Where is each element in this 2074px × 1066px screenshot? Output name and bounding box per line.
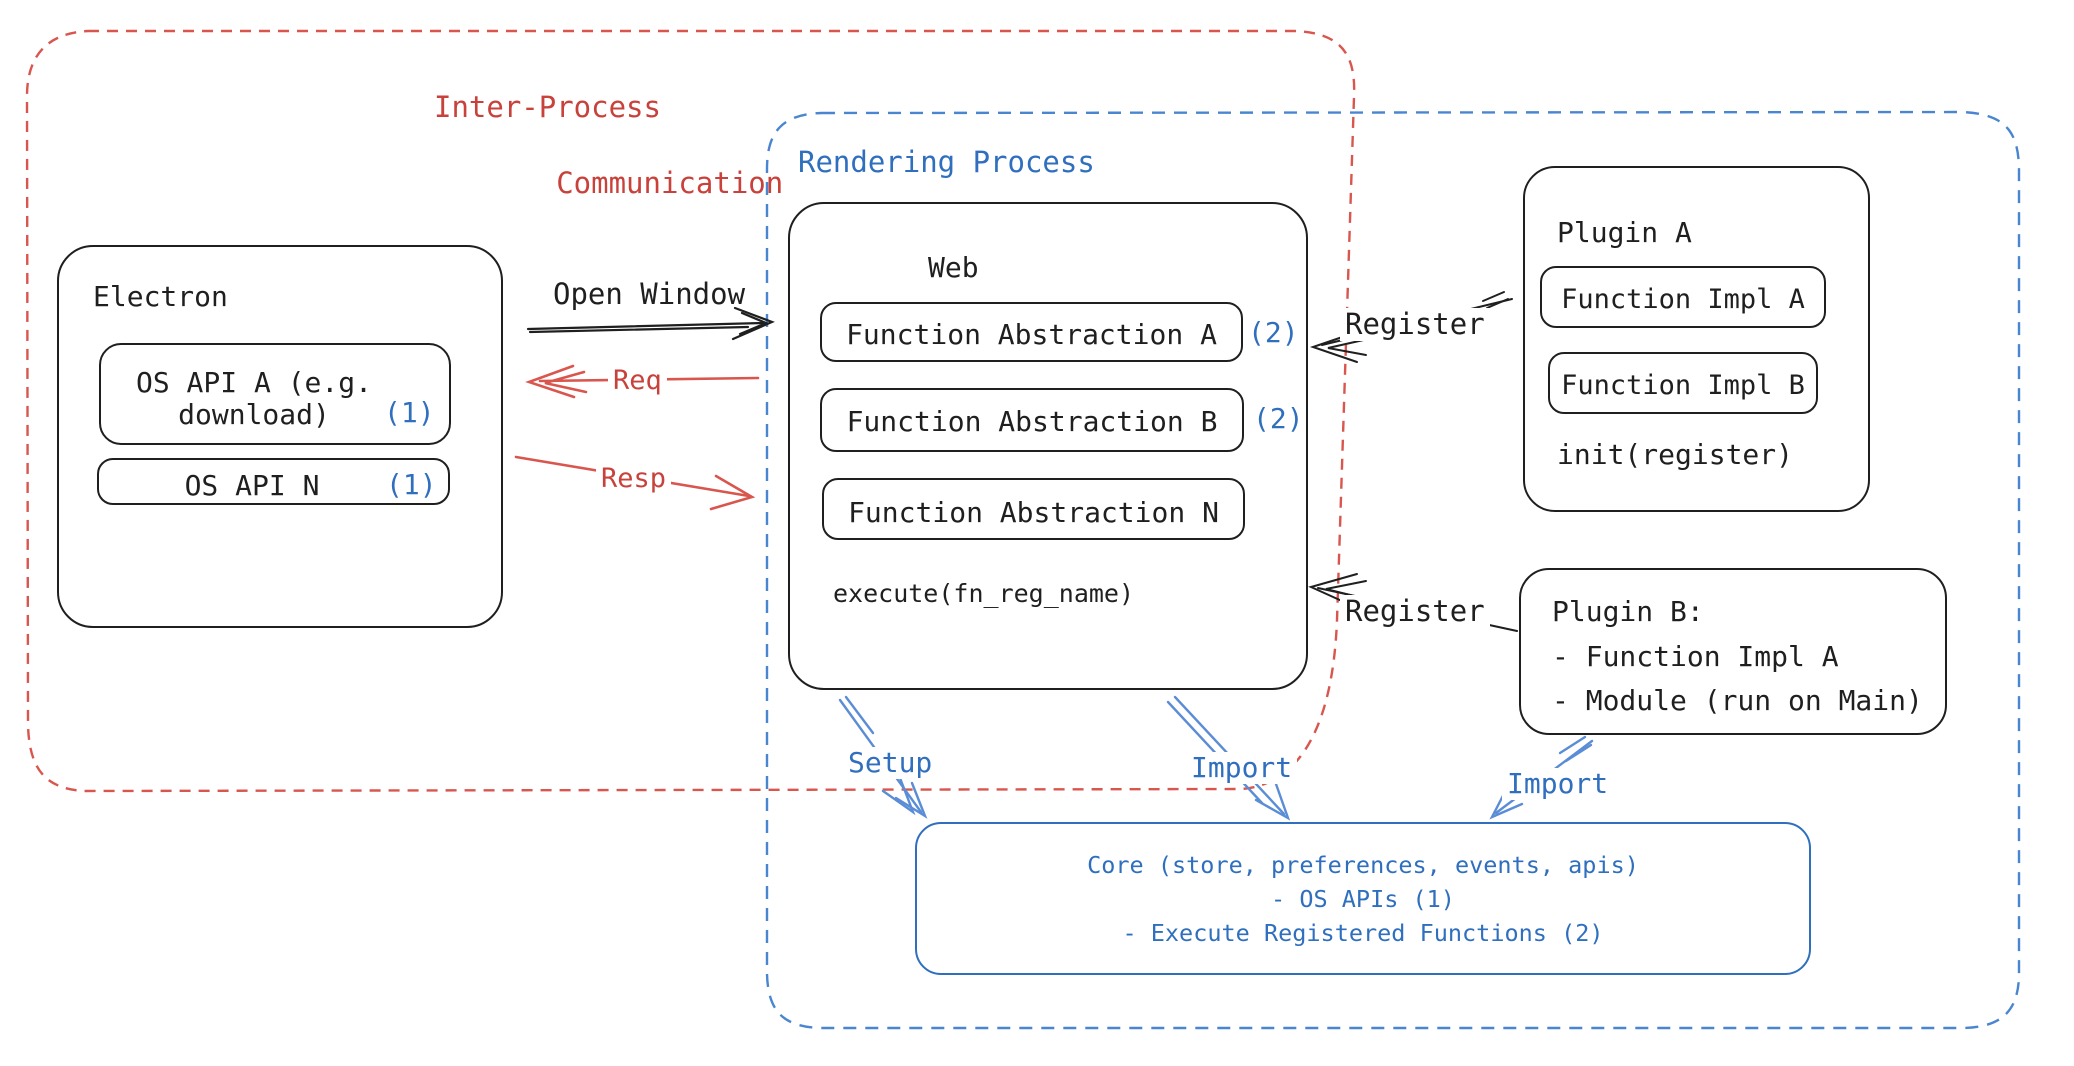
open-window-arrow: [526, 306, 775, 341]
ipc-title-line1: Inter-Process: [434, 90, 661, 124]
plugin-a-init-label: init(register): [1557, 438, 1794, 471]
plugin-b-module-line: - Module (run on Main): [1552, 684, 1923, 717]
resp-label: Resp: [596, 463, 672, 495]
os-api-a-badge: (1): [384, 396, 435, 429]
function-abstraction-a-badge: (2): [1248, 316, 1299, 349]
function-abstraction-b-box: [820, 388, 1244, 452]
import-web-label: Import: [1186, 751, 1298, 785]
ipc-title-line2: Communication: [556, 166, 784, 200]
function-impl-a-label: Function Impl A: [1561, 284, 1805, 315]
os-api-a-label-line2: download): [178, 398, 330, 431]
setup-label: Setup: [843, 746, 938, 780]
ipc-boundary-red-dashed: [25, 29, 1356, 793]
core-box: Core (store, preferences, events, apis) …: [915, 822, 1811, 975]
rendering-region-title: Rendering Process: [798, 145, 1095, 179]
function-impl-b-box: [1548, 352, 1818, 414]
os-api-n-box: [97, 458, 450, 505]
function-impl-b-label: Function Impl B: [1561, 370, 1805, 401]
function-abstraction-a-label: Function Abstraction A: [846, 318, 1217, 351]
import-plugin-label: Import: [1502, 767, 1614, 801]
open-window-label: Open Window: [553, 277, 746, 311]
core-line2: - OS APIs (1): [1271, 884, 1455, 913]
function-impl-a-box: [1540, 266, 1826, 328]
req-label: Req: [608, 365, 667, 397]
register-b-label: Register: [1340, 594, 1490, 629]
function-abstraction-b-label: Function Abstraction B: [846, 405, 1218, 438]
os-api-a-box: [99, 343, 451, 445]
web-title: Web: [928, 251, 979, 284]
function-abstraction-a-box: [820, 302, 1243, 362]
core-line1: Core (store, preferences, events, apis): [1087, 850, 1639, 879]
ipc-region-title: Inter-Process Communication: [434, 88, 783, 202]
function-abstraction-n-label: Function Abstraction N: [848, 496, 1219, 529]
os-api-n-label: OS API N: [184, 469, 320, 502]
function-abstraction-b-badge: (2): [1253, 402, 1304, 435]
electron-title: Electron: [93, 280, 228, 313]
os-api-n-badge: (1): [386, 468, 437, 501]
plugin-b-box: [1519, 568, 1947, 735]
plugin-b-title: Plugin B:: [1552, 595, 1704, 628]
plugin-a-box: [1523, 166, 1870, 512]
rendering-boundary-blue-dashed: [765, 110, 2021, 1030]
register-a-label: Register: [1340, 307, 1490, 342]
plugin-b-impl-a-line: - Function Impl A: [1552, 640, 1839, 673]
plugin-a-title: Plugin A: [1557, 216, 1692, 249]
execute-label: execute(fn_reg_name): [833, 579, 1135, 608]
core-line3: - Execute Registered Functions (2): [1122, 918, 1604, 947]
function-abstraction-n-box: [822, 478, 1245, 540]
os-api-a-label-line1: OS API A (e.g.: [135, 366, 372, 399]
